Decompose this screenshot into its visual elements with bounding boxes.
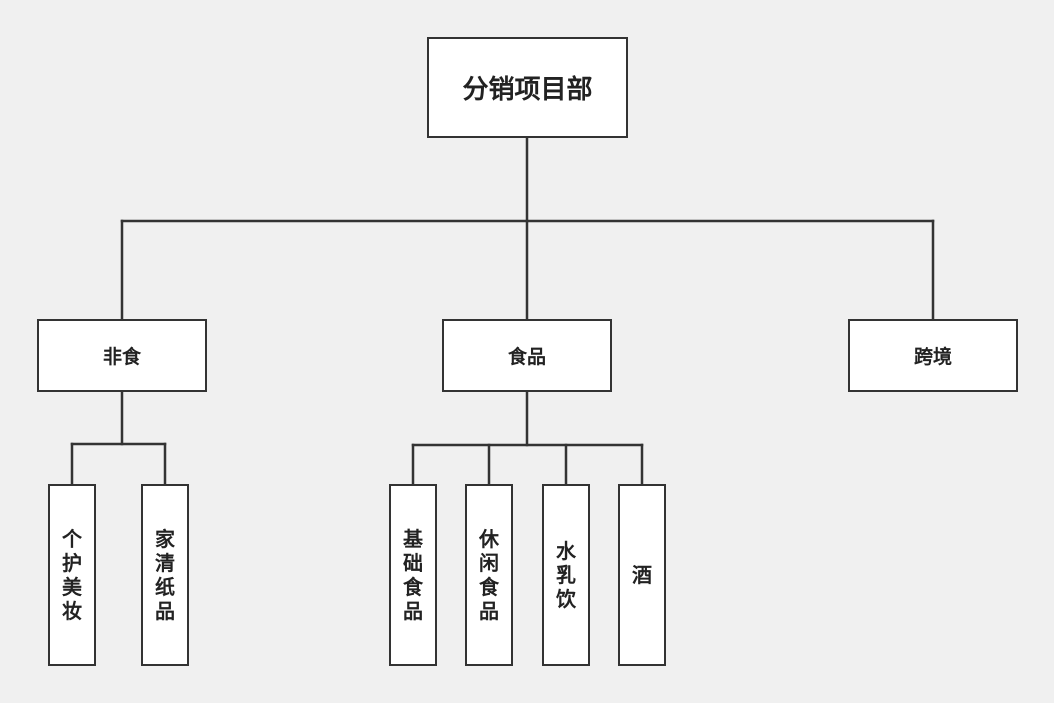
node-jichu-shipin-label: 基础食品 (403, 527, 423, 623)
node-feishi-label: 非食 (102, 346, 141, 368)
node-root-label: 分销项目部 (462, 75, 593, 105)
node-xiuxian-shipin-label: 休闲食品 (479, 527, 499, 623)
node-kuajing: 跨境 (848, 319, 1018, 392)
node-jiaqing-zhipin-label: 家清纸品 (155, 527, 175, 623)
node-shipin: 食品 (442, 319, 612, 392)
node-jiaqing-zhipin: 家清纸品 (141, 484, 189, 666)
node-shuiruyin: 水乳饮 (542, 484, 590, 666)
node-jichu-shipin: 基础食品 (389, 484, 437, 666)
node-shipin-label: 食品 (507, 346, 546, 368)
node-shuiruyin-label: 水乳饮 (556, 539, 576, 611)
node-xiuxian-shipin: 休闲食品 (465, 484, 513, 666)
node-root: 分销项目部 (427, 37, 628, 138)
node-gehu-meizhuang-label: 个护美妆 (62, 527, 82, 623)
node-feishi: 非食 (37, 319, 207, 392)
node-jiu-label: 酒 (632, 563, 652, 587)
node-gehu-meizhuang: 个护美妆 (48, 484, 96, 666)
node-kuajing-label: 跨境 (913, 346, 952, 368)
node-jiu: 酒 (618, 484, 666, 666)
